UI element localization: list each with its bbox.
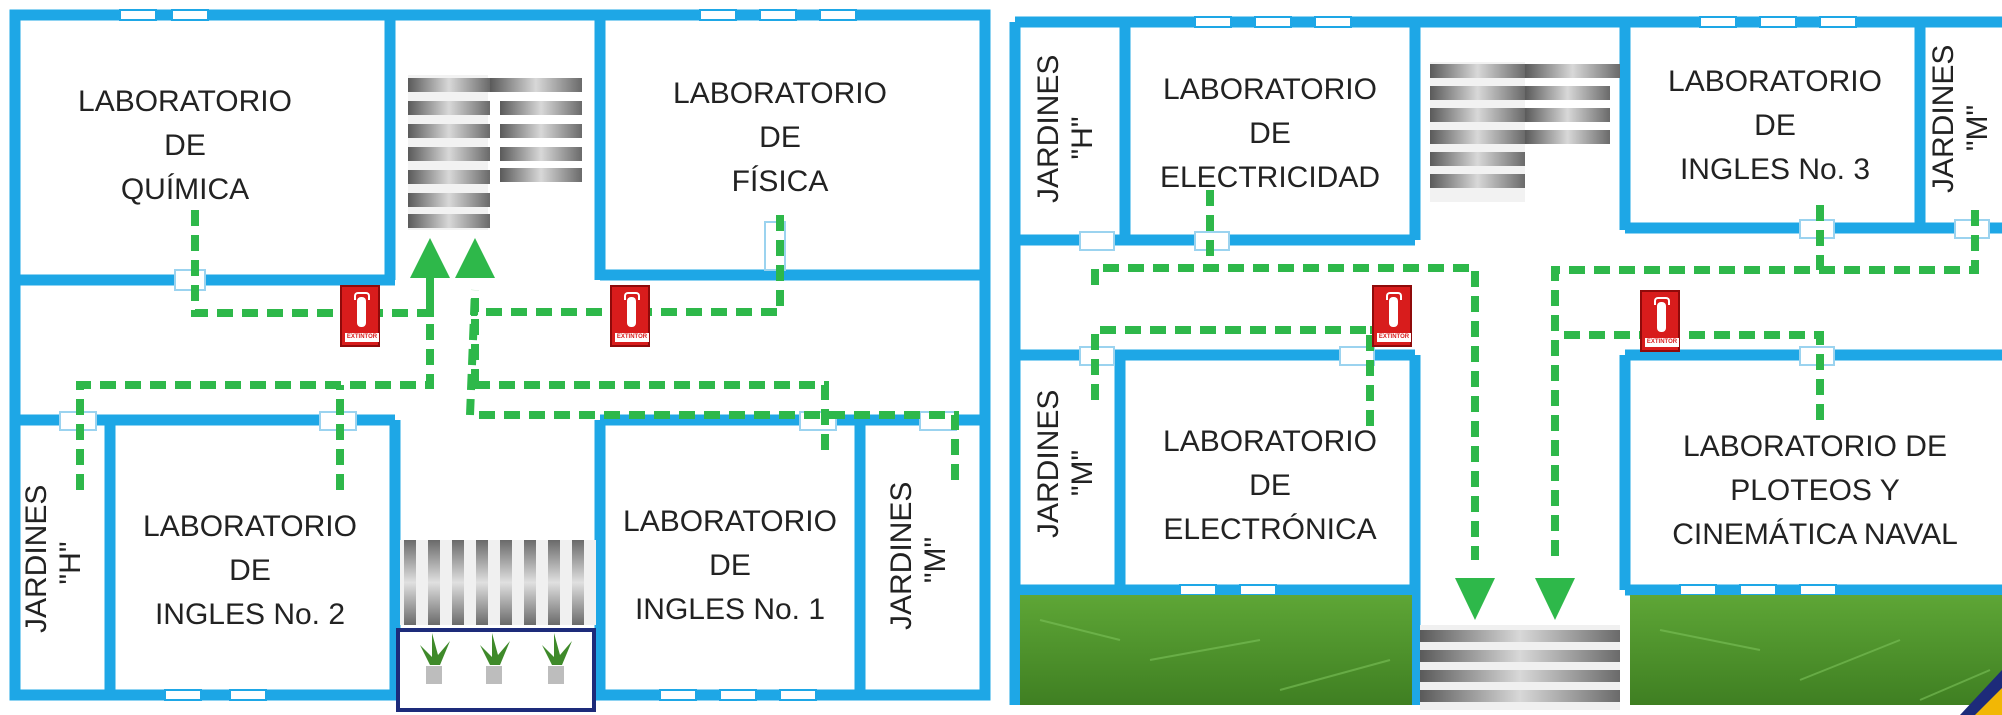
right-entry-stairs-icon (1420, 625, 1620, 710)
room-label-ingles-2: LABORATORIO DE INGLES No. 2 (143, 510, 357, 631)
planter-box (396, 628, 596, 712)
garden-label-h: JARDINES "H" (20, 484, 87, 633)
room-label-ploteos: LABORATORIO DE PLOTEOS Y CINEMÁTICA NAVA… (1672, 430, 1958, 551)
fire-extinguisher-icon: EXTINTOR (610, 285, 650, 347)
garden-label-h: JARDINES "H" (1032, 54, 1099, 203)
plant-icon (542, 633, 572, 684)
plant-icon (420, 633, 450, 684)
room-label-electricidad: LABORATORIO DE ELECTRICIDAD (1159, 73, 1381, 194)
room-label-ingles-3: LABORATORIO DE INGLES No. 3 (1668, 65, 1882, 186)
grass-area (1020, 595, 2002, 705)
exit-arrow-icon (1455, 578, 1575, 620)
plant-icon (480, 633, 510, 684)
left-stairs-icon (408, 75, 582, 230)
room-label-quimica: LABORATORIO DE QUÍMICA (78, 85, 292, 206)
garden-label-m: JARDINES "M" (1927, 44, 1994, 193)
fire-extinguisher-icon: EXTINTOR (1640, 290, 1680, 352)
garden-label-m: JARDINES "M" (885, 481, 952, 630)
left-entry-stairs-icon (400, 540, 596, 625)
fire-extinguisher-icon: EXTINTOR (1372, 285, 1412, 347)
right-stairs-icon (1430, 62, 1620, 202)
garden-label-m: JARDINES "M" (1032, 389, 1099, 538)
right-windows (1179, 16, 1857, 596)
exit-arrow-icon (410, 238, 495, 278)
room-label-ingles-1: LABORATORIO DE INGLES No. 1 (623, 505, 837, 626)
right-doors (1079, 219, 1990, 366)
left-windows (119, 9, 857, 701)
room-label-electronica: LABORATORIO DE ELECTRÓNICA (1163, 425, 1377, 546)
room-label-fisica: LABORATORIO DE FÍSICA (673, 77, 887, 198)
left-evacuation-routes (76, 210, 959, 490)
corner-decoration (1960, 670, 2002, 715)
fire-extinguisher-icon: EXTINTOR (340, 285, 380, 347)
